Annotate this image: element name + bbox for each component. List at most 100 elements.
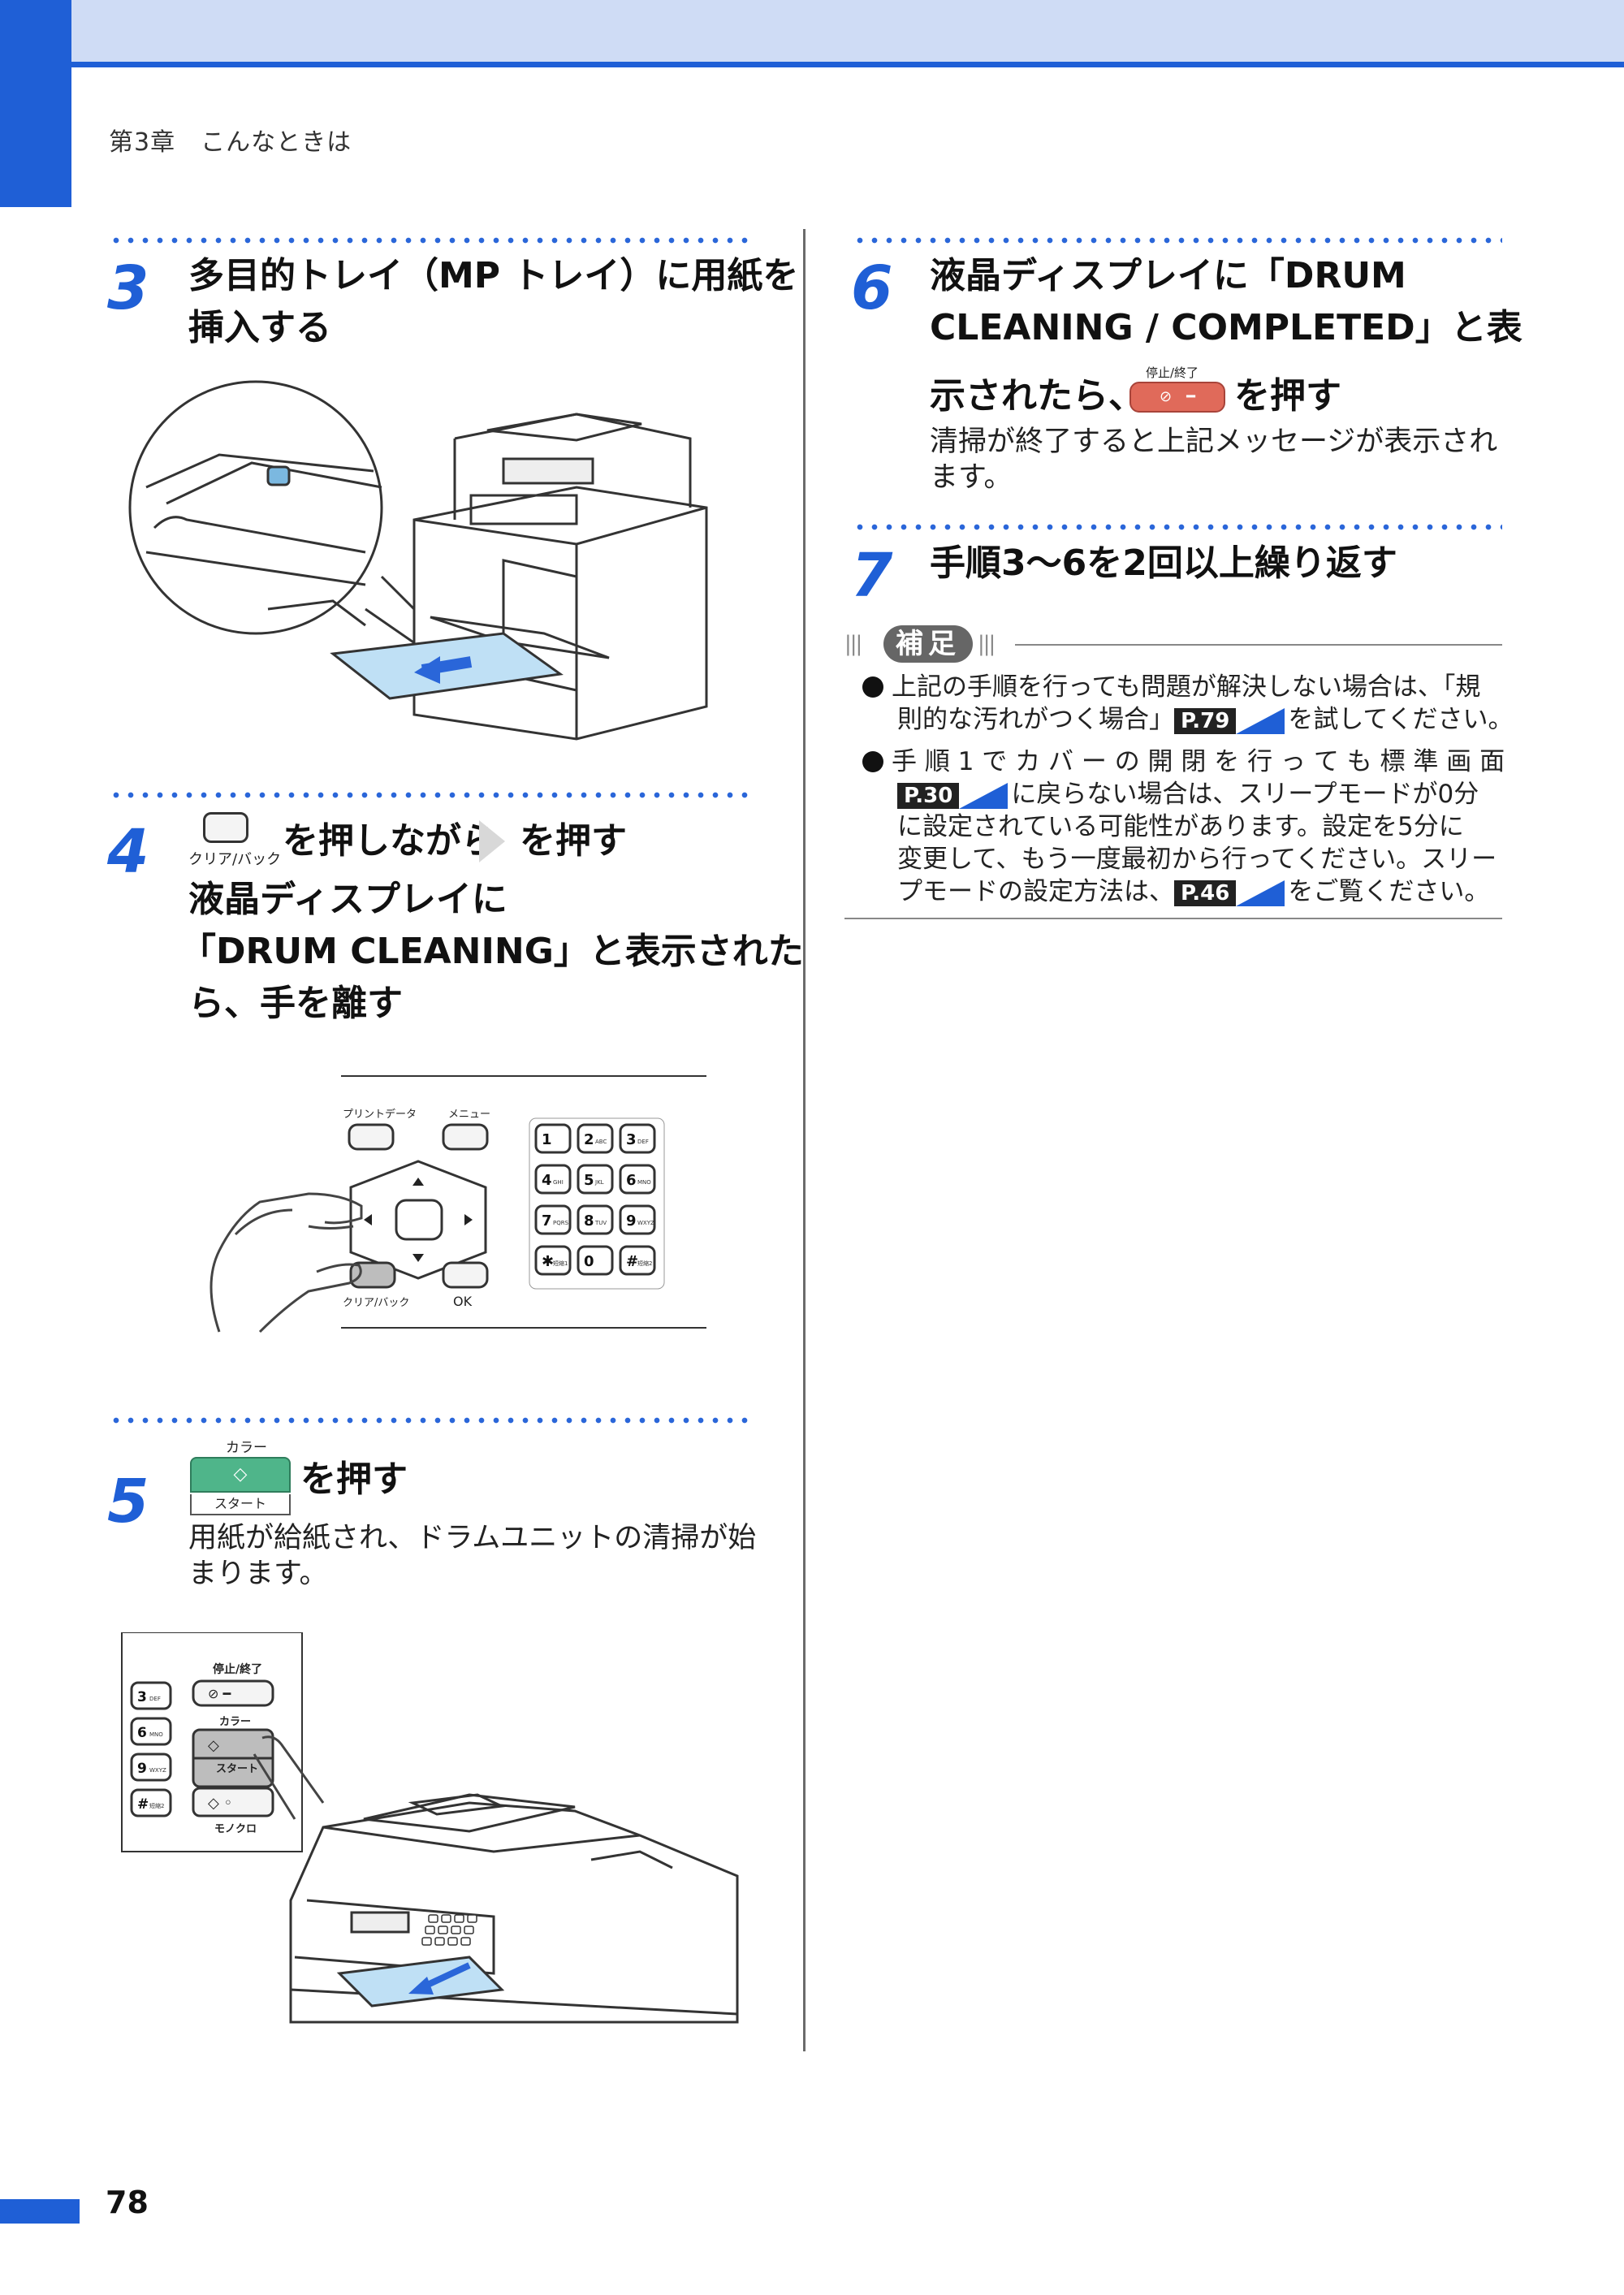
clear-back-caption: クリア/バック [188, 851, 282, 868]
keypad-key-label: 5 [584, 1172, 594, 1189]
panel5-key-3 [130, 1753, 172, 1782]
bullet-icon [862, 751, 883, 772]
header-band [0, 0, 1624, 62]
keypad-key-label: 6 [626, 1172, 637, 1189]
keypad-key-sublabel: 短縮2 [637, 1260, 652, 1267]
ok-label: OK [453, 1294, 473, 1309]
print-data-label: プリントデータ [343, 1108, 417, 1121]
step7-number: 7 [851, 541, 893, 611]
page-number-tab [0, 2199, 80, 2224]
printer-panel-key [464, 1925, 474, 1934]
stop-caption: 停止/終了 [1146, 365, 1199, 380]
step4-line4: ら、手を離す [188, 983, 403, 1024]
keypad-key-label: 9 [626, 1212, 637, 1230]
clear-back-label: クリア/バック [343, 1297, 409, 1309]
keypad-key-sublabel: TUV [594, 1220, 607, 1226]
keypad-key-sublabel: WXYZ [637, 1220, 654, 1226]
step6-title-line3b: を押す [1234, 375, 1341, 417]
keypad-key-label: # [626, 1253, 638, 1270]
column-divider [803, 229, 806, 2051]
note-label-badge: ||| 補足 ||| [844, 622, 1007, 668]
diamond-mono-icon: ◇ ◦ [208, 1795, 232, 1812]
page-number: 78 [106, 2185, 149, 2220]
keypad-key-sublabel: JKL [594, 1179, 604, 1186]
step4-number: 4 [107, 817, 149, 887]
keypad-key-label: 0 [584, 1253, 594, 1270]
clear-back-button-ill: クリア/バック [188, 812, 281, 868]
note-label: 補足 [883, 625, 973, 663]
panel5-key-sublabel: DEF [149, 1696, 161, 1702]
keypad-key-6 [619, 1164, 656, 1195]
printer-mp-tray-illustration [128, 380, 708, 741]
printer-panel-key [467, 1914, 477, 1923]
color-caption: カラー [226, 1440, 267, 1456]
header-rule [71, 62, 1624, 67]
step5-title: を押す [300, 1459, 408, 1500]
panel5-key-label: 6 [137, 1725, 147, 1741]
note-top-rule [1015, 644, 1502, 646]
step5-body-line1: 用紙が給紙され、ドラムユニットの清掃が始 [188, 1522, 757, 1554]
diamond-start-icon: ◇ [190, 1457, 291, 1493]
keypad-key-label: 1 [542, 1131, 552, 1148]
step4-divider [109, 792, 755, 798]
note-bullet2-line3: に設定されている可能性があります。設定を5分に [897, 812, 1464, 841]
ref-p79[interactable]: P.79 [1174, 707, 1285, 734]
step3-title-line1: 多目的トレイ（MP トレイ）に用紙を [188, 255, 799, 296]
keypad-key-label: 8 [584, 1212, 594, 1230]
printer-panel-key [454, 1914, 464, 1923]
keypad-key-sublabel: 短縮1 [553, 1260, 568, 1267]
note-bullet1-line1: 上記の手順を行っても問題が解決しない場合は、「規 [862, 671, 1480, 703]
printer-panel-key [451, 1925, 461, 1934]
printer-panel-key [441, 1914, 451, 1923]
step5-divider [109, 1417, 755, 1424]
step6-title-line2: CLEANING / COMPLETED」と表 [930, 307, 1522, 348]
keypad-key-8 [577, 1204, 614, 1235]
ref-p46[interactable]: P.46 [1174, 880, 1285, 906]
mono-label: モノクロ [214, 1823, 257, 1835]
printer-panel-key [425, 1925, 435, 1934]
printer-panel-key [421, 1937, 432, 1946]
note-bottom-rule [844, 918, 1502, 919]
keypad-key-sublabel: MNO [637, 1179, 651, 1186]
panel5-key-sublabel: MNO [149, 1731, 163, 1738]
step6-divider [853, 237, 1502, 244]
step4-title-a: を押しながら [283, 820, 497, 862]
keypad-key-sublabel: PQRS [553, 1220, 569, 1226]
chapter-side-tab [0, 0, 71, 207]
step4-line2: 液晶ディスプレイに [188, 879, 508, 920]
step3-number: 3 [107, 253, 149, 323]
step3-divider [109, 237, 755, 244]
diamond-icon: ◇ [208, 1737, 219, 1754]
chapter-title: 第3章 こんなときは [109, 128, 352, 157]
step5-number: 5 [107, 1467, 149, 1536]
stop-icon: ⊘ ━ [208, 1686, 231, 1701]
step6-title-line3a: 示されたら、 [930, 375, 1144, 417]
keypad-key-sublabel: GHI [553, 1179, 564, 1186]
step6-title-line1: 液晶ディスプレイに「DRUM [930, 255, 1406, 296]
keypad-key-10 [534, 1245, 572, 1276]
note-bullet2-line4: 変更して、もう一度最初から行ってください。スリー [897, 845, 1497, 874]
panel5-key-2 [130, 1717, 172, 1746]
ref-p30[interactable]: P.30 [897, 782, 1009, 809]
step6-body-line2: ます。 [930, 461, 1013, 494]
keypad-key-label: ✱ [542, 1253, 554, 1270]
step7-divider [853, 524, 1502, 530]
keypad-key-11 [577, 1245, 614, 1276]
panel5-key-sublabel: 短縮2 [149, 1802, 164, 1809]
keypad-key-sublabel: DEF [637, 1139, 649, 1145]
keypad-key-12 [619, 1245, 656, 1276]
keypad-key-2 [577, 1123, 614, 1154]
step6-number: 6 [851, 253, 893, 323]
stop-icon: ⊘ ━ [1129, 382, 1225, 413]
step6-body-line1: 清掃が終了すると上記メッセージが表示され [930, 426, 1498, 458]
keypad-key-sublabel: ABC [595, 1139, 607, 1145]
right-arrow-icon [479, 820, 505, 862]
step7-title: 手順3〜6を2回以上繰り返す [930, 542, 1397, 584]
menu-label: メニュー [448, 1109, 490, 1121]
keypad-frame [529, 1117, 665, 1290]
